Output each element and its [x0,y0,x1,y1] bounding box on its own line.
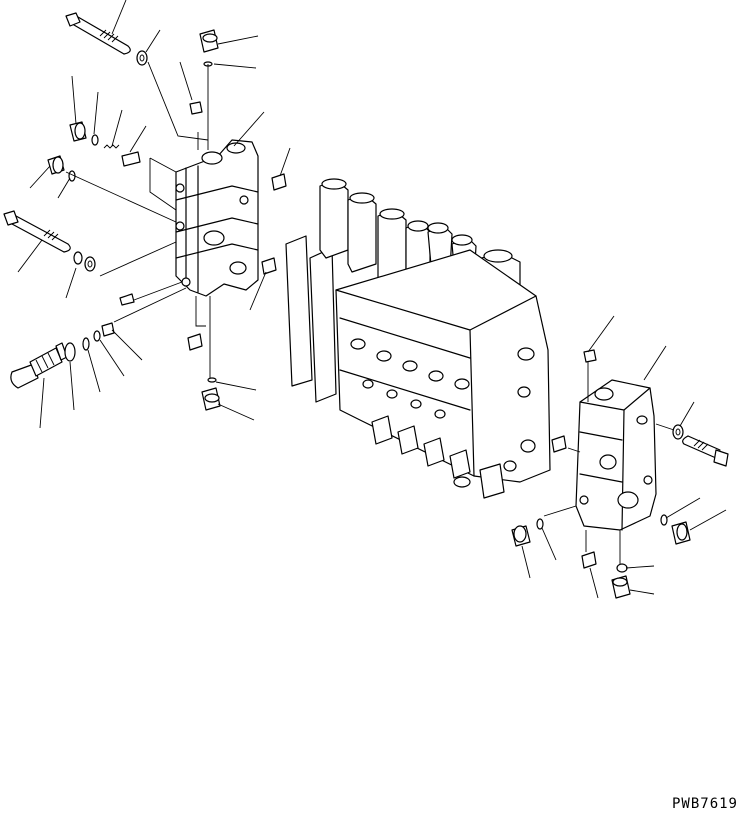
o-ring-right-bottom [617,564,627,572]
long-bolt-mid [4,211,70,252]
left-cover-assembly [4,0,290,428]
small-plug-d [188,334,202,350]
plug-left-upper [70,122,86,141]
o-ring-right-mid [661,515,667,525]
plug-top-center [200,30,218,52]
right-valve-cover [576,380,656,530]
main-control-valve [286,179,550,498]
relief-valve-cartridge [11,343,67,388]
plug-right-mid [552,436,566,452]
spring-left-upper [104,145,119,148]
washer-top-bolt [137,51,147,65]
small-plug-c [262,258,276,274]
washer-mid-bolt-b [85,257,95,271]
spring-relief-valve [94,331,100,341]
washer-mid-bolt-a [74,252,82,264]
small-plug-right-bottom [582,552,596,568]
plug-right-bottom [612,576,630,598]
plug-bottom-left [120,294,134,305]
right-leader-lines [522,316,726,598]
small-plug-b [272,174,286,190]
small-plug-a [190,102,202,114]
plug-left-mid [48,156,64,174]
o-ring-bottom-center [208,378,216,382]
o-ring-relief-valve-b [83,338,89,350]
o-ring-left-upper [92,135,98,145]
left-valve-cover [176,140,258,296]
plug-bottom-center [202,388,220,410]
small-plug-right-top [584,350,596,362]
right-cover-assembly [512,316,728,598]
long-bolt-right [683,436,728,466]
poppet-relief-valve [102,323,114,336]
o-ring-relief-valve-a [65,343,75,361]
plug-right-side [672,522,690,544]
o-ring-right-bottom-left [537,519,543,529]
drawing-code: PWB7619 [671,796,738,812]
washer-right-bolt [673,425,683,439]
long-bolt-top [66,13,130,54]
plug-right-bottom-left [512,526,530,546]
left-leader-lines [18,0,290,428]
poppet-left-upper [122,152,140,166]
